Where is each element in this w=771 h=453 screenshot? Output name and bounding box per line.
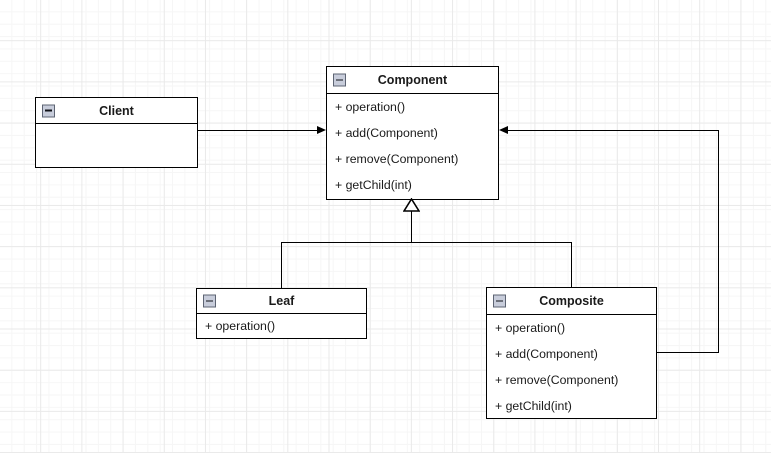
- class-member: + remove(Component): [495, 373, 619, 387]
- class-header-component: Component: [327, 67, 498, 94]
- class-member: + add(Component): [335, 126, 438, 140]
- class-member: + operation(): [335, 100, 406, 114]
- minimize-icon[interactable]: [203, 294, 216, 308]
- minimize-icon[interactable]: [42, 104, 55, 117]
- class-member: + getChild(int): [335, 178, 412, 192]
- class-name-client: Client: [99, 103, 134, 118]
- class-box-composite[interactable]: Composite + operation() + add(Component)…: [486, 287, 657, 419]
- connector-segment: [411, 210, 412, 243]
- connector-segment: [571, 242, 572, 287]
- class-body-client: [36, 124, 197, 167]
- class-member: + getChild(int): [495, 398, 572, 413]
- minimize-icon[interactable]: [333, 73, 346, 87]
- class-body-leaf: + operation(): [197, 314, 366, 337]
- class-header-client: Client: [36, 98, 197, 124]
- minimize-icon[interactable]: [493, 294, 506, 308]
- connector-segment: [718, 130, 719, 353]
- class-name-leaf: Leaf: [268, 294, 295, 308]
- class-member: + remove(Component): [335, 152, 459, 166]
- class-member: + add(Component): [495, 347, 598, 361]
- class-body-component: + operation() + add(Component) + remove(…: [327, 94, 498, 199]
- class-header-leaf: Leaf: [197, 289, 366, 314]
- connector-segment: [657, 352, 719, 353]
- class-member: + operation(): [205, 318, 276, 333]
- class-box-client[interactable]: Client: [35, 97, 198, 168]
- class-box-leaf[interactable]: Leaf + operation(): [196, 288, 367, 339]
- connector-segment: [198, 130, 318, 131]
- class-box-component[interactable]: Component + operation() + add(Component)…: [326, 66, 499, 200]
- arrowhead-filled-icon: [317, 126, 326, 134]
- connector-segment: [281, 242, 282, 288]
- class-name-composite: Composite: [539, 294, 604, 308]
- class-name-component: Component: [377, 73, 448, 87]
- connector-segment: [508, 130, 719, 131]
- connector-segment: [281, 242, 572, 243]
- arrowhead-filled-icon: [499, 126, 508, 134]
- class-member: + operation(): [495, 321, 566, 335]
- inheritance-triangle-icon: [403, 198, 420, 212]
- class-body-composite: + operation() + add(Component) + remove(…: [487, 315, 656, 418]
- class-header-composite: Composite: [487, 288, 656, 315]
